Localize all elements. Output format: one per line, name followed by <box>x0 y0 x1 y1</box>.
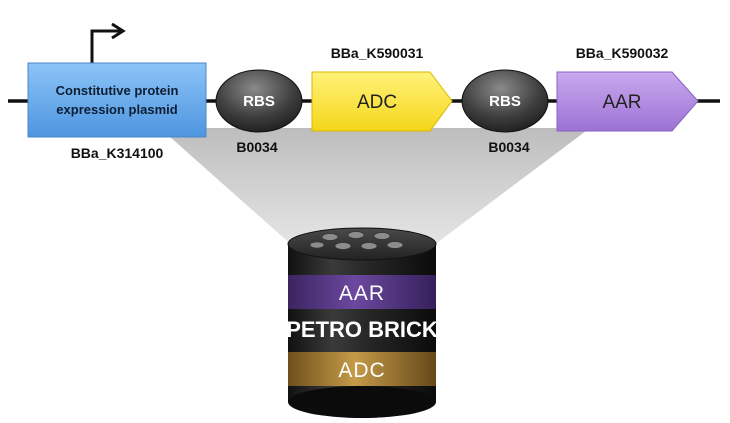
brick-title: PETRO BRICK <box>286 317 438 342</box>
rbs-1: RBS <box>215 69 303 133</box>
adc-part-id: BBa_K590031 <box>331 45 424 61</box>
promoter-label-line1: Constitutive protein <box>56 83 179 98</box>
rbs-1-part-id: B0034 <box>236 139 277 155</box>
aar-part-id: BBa_K590032 <box>576 45 669 61</box>
petro-brick: AAR PETRO BRICK ADC <box>286 227 438 418</box>
aar-gene-label: AAR <box>602 92 641 113</box>
zoom-cone <box>160 128 590 248</box>
promoter-label-line2: expression plasmid <box>56 102 177 117</box>
promoter-part: Constitutive protein expression plasmid <box>27 62 207 138</box>
brick-band-bottom-label: ADC <box>338 359 385 382</box>
brick-stud-icons <box>309 231 404 250</box>
brick-band-top <box>288 275 436 309</box>
adc-gene: ADC <box>311 71 453 132</box>
rbs-2-label: RBS <box>489 93 521 110</box>
rbs-1-label: RBS <box>243 93 275 110</box>
promoter-part-id: BBa_K314100 <box>71 145 164 161</box>
rbs-2: RBS <box>461 69 549 133</box>
brick-band-top-label: AAR <box>339 282 385 305</box>
brick-band-bottom <box>288 352 436 386</box>
adc-gene-label: ADC <box>357 92 397 113</box>
rbs-2-part-id: B0034 <box>488 139 529 155</box>
promoter-arrow-icon <box>90 22 126 64</box>
aar-gene: AAR <box>556 71 699 132</box>
